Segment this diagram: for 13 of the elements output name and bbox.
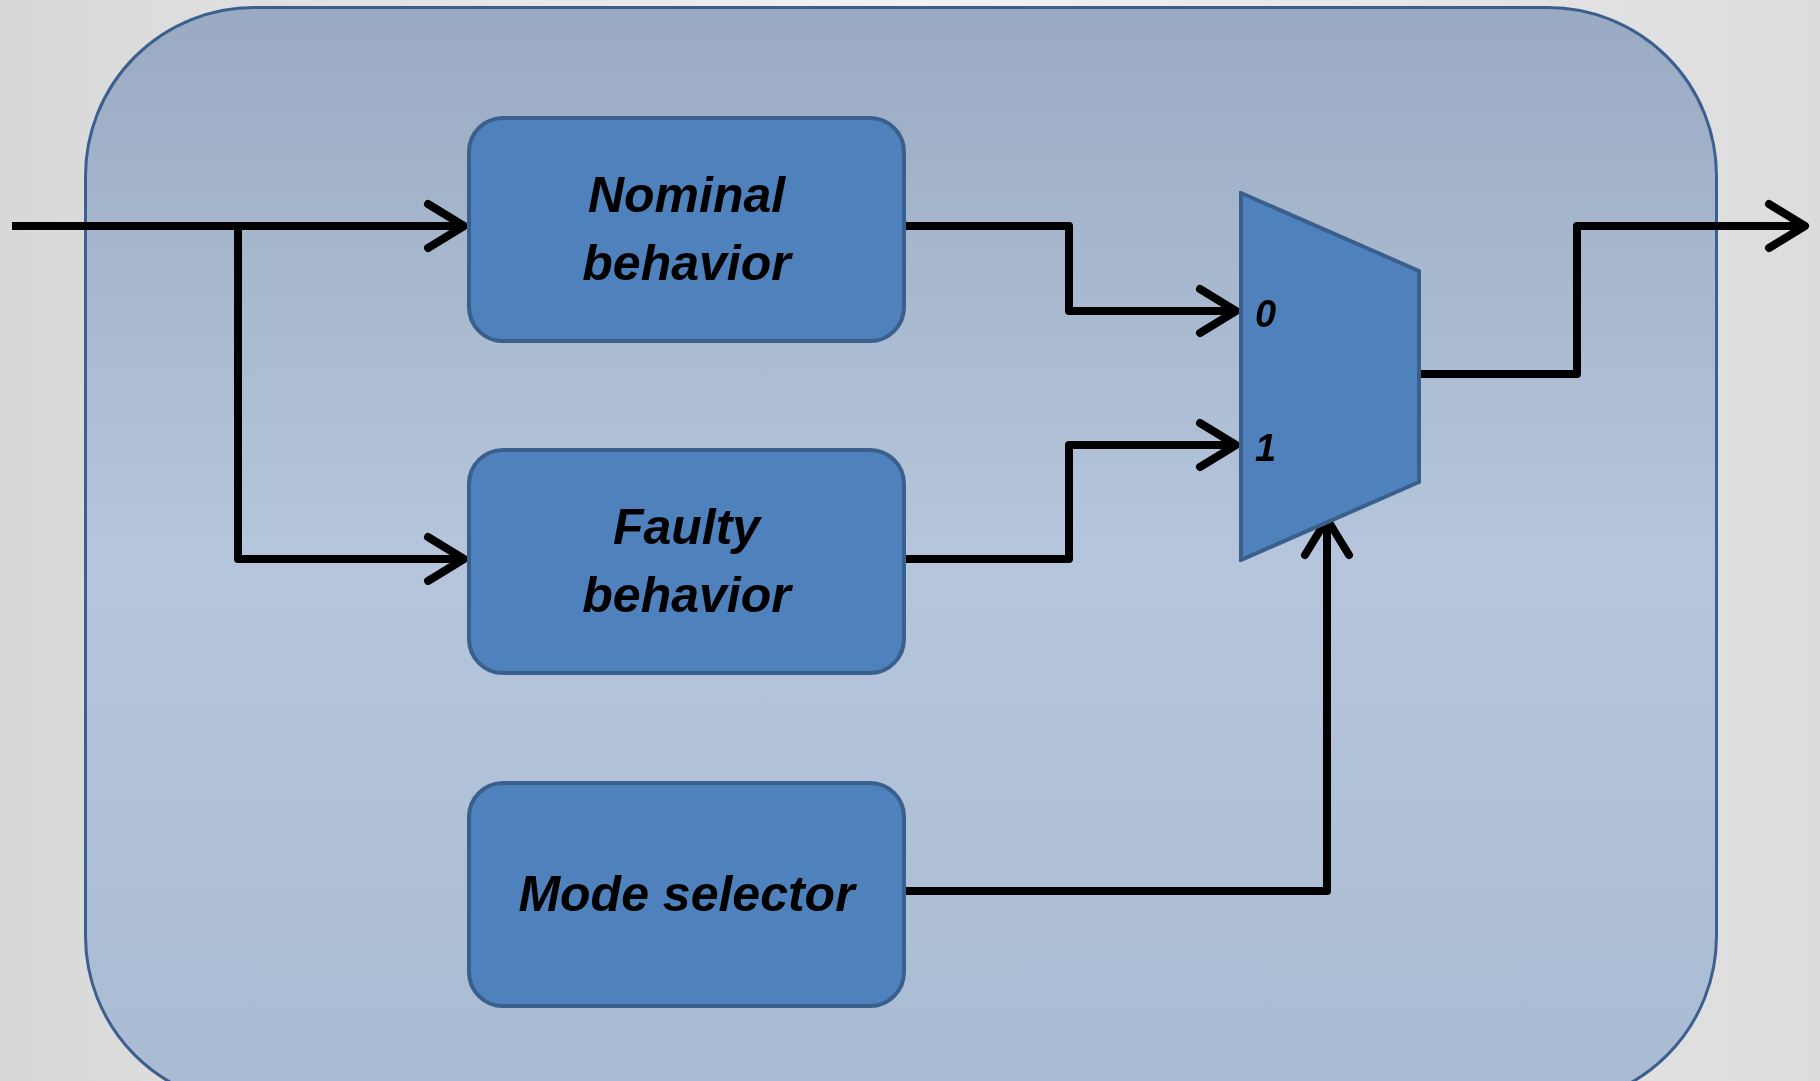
system-panel (84, 6, 1718, 1081)
process-box (467, 116, 906, 343)
input-label: 1 (1255, 426, 1277, 471)
input-label: 0 (1255, 292, 1277, 337)
box-label: Nominal behavior (581, 166, 794, 293)
process-box (467, 448, 906, 675)
arrow (12, 200, 468, 252)
box-label: Mode selector (518, 864, 855, 924)
process-box (467, 781, 906, 1008)
arrow (903, 419, 1240, 563)
arrow (903, 222, 1240, 337)
arrow (1418, 200, 1809, 378)
box-label: Faulty behavior (581, 498, 794, 625)
